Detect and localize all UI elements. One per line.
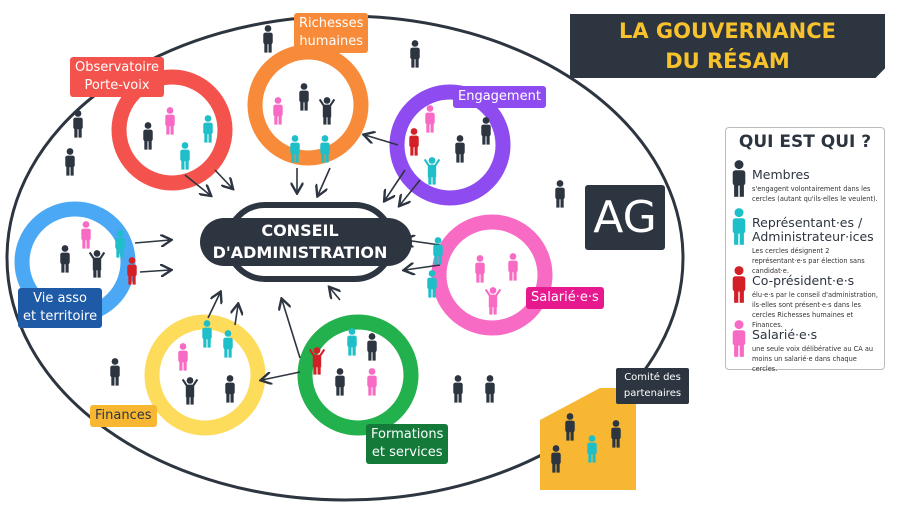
circle-ring — [297, 314, 419, 436]
person-icon — [65, 148, 75, 176]
circle-label-engagement: Engagement — [453, 86, 546, 108]
person-icon — [732, 160, 746, 197]
legend-title: QUI EST QUI ? — [738, 132, 872, 152]
person-icon — [299, 83, 309, 111]
person-icon — [335, 368, 345, 396]
person-icon — [318, 97, 336, 125]
arrow — [400, 179, 421, 205]
person-icon — [433, 237, 443, 265]
person-icon — [308, 347, 326, 375]
person-icon — [263, 25, 273, 53]
arrow — [330, 288, 340, 301]
circle-ring — [111, 69, 233, 191]
person-icon — [611, 420, 621, 448]
arrow — [207, 293, 220, 319]
person-icon — [732, 320, 746, 357]
person-icon — [555, 180, 565, 208]
arrow — [405, 265, 441, 270]
person-icon — [427, 270, 437, 298]
person-icon — [475, 255, 485, 283]
person-icon — [290, 135, 300, 163]
arrow — [365, 135, 399, 146]
person-icon — [81, 221, 91, 249]
person-icon — [409, 128, 419, 156]
person-icon — [367, 368, 377, 396]
person-icon — [178, 343, 188, 371]
person-icon — [73, 110, 83, 138]
ag-box: AG — [585, 185, 665, 250]
person-icon — [453, 375, 463, 403]
person-icon — [551, 445, 561, 473]
person-icon — [143, 122, 153, 150]
person-icon — [481, 117, 491, 145]
circle-label-salaries: Salarié·e·s — [526, 287, 604, 309]
person-icon — [425, 105, 435, 133]
person-icon — [484, 287, 502, 315]
arrow — [184, 174, 210, 195]
person-icon — [127, 257, 137, 285]
arrow — [282, 300, 301, 359]
arrow — [318, 167, 331, 195]
arrow — [235, 305, 238, 326]
person-icon — [115, 230, 125, 258]
person-icon — [410, 40, 420, 68]
person-icon — [181, 377, 199, 405]
arrow — [134, 240, 170, 243]
person-icon — [203, 115, 213, 143]
person-icon — [347, 328, 357, 356]
arrow — [405, 240, 441, 245]
circle-ring — [247, 44, 369, 166]
person-icon — [273, 97, 283, 125]
person-icon — [485, 375, 495, 403]
person-icon — [423, 157, 441, 185]
person-icon — [60, 245, 70, 273]
person-icon — [110, 358, 120, 386]
person-icon — [165, 107, 175, 135]
person-icon — [587, 435, 597, 463]
person-icon — [180, 142, 190, 170]
partners-area — [540, 388, 636, 490]
arrow — [214, 169, 232, 188]
person-icon — [225, 375, 235, 403]
person-icon — [367, 333, 377, 361]
arrow — [262, 371, 301, 380]
person-icon — [565, 413, 575, 441]
circle-label-finances: Finances — [90, 405, 157, 427]
person-icon — [508, 253, 518, 281]
person-icon — [202, 320, 212, 348]
circle-ring — [431, 214, 553, 336]
person-icon — [320, 135, 330, 163]
arrow — [385, 169, 406, 200]
person-icon — [732, 266, 746, 303]
person-icon — [732, 208, 746, 245]
arrow — [139, 270, 170, 272]
person-icon — [88, 250, 106, 278]
person-icon — [223, 330, 233, 358]
person-icon — [455, 135, 465, 163]
